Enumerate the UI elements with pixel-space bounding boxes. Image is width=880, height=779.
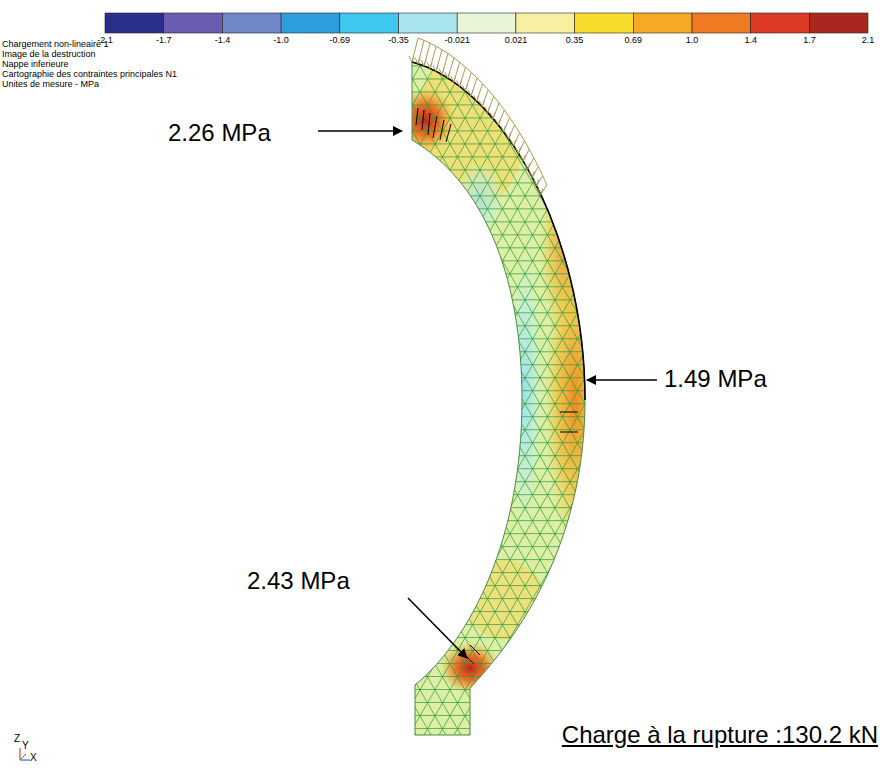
scale-value: -0.021 bbox=[444, 36, 470, 46]
callout-value: 1.49 MPa bbox=[664, 366, 767, 392]
scale-value: 0.35 bbox=[566, 36, 584, 46]
scale-value: 0.69 bbox=[625, 36, 643, 46]
axis-letter: Z bbox=[14, 733, 20, 744]
arch-outline bbox=[412, 62, 585, 735]
scale-value: 0.021 bbox=[505, 36, 528, 46]
load-arrows bbox=[409, 38, 547, 195]
header-note: Chargement non-lineaire 1 bbox=[2, 40, 109, 50]
header-note: Nappe inferieure bbox=[2, 60, 69, 70]
scale-value: 1.0 bbox=[686, 36, 699, 46]
axis-letter: X bbox=[30, 752, 37, 763]
header-note: Cartographie des contraintes principales… bbox=[2, 70, 177, 80]
callout-value: 2.26 MPa bbox=[168, 120, 271, 146]
scale-value: -0.69 bbox=[330, 36, 351, 46]
failure-load-caption: Charge à la rupture :130.2 kN bbox=[562, 722, 878, 748]
callout-arrows bbox=[318, 131, 657, 658]
scale-value: -1.4 bbox=[215, 36, 231, 46]
scale-value: -1.0 bbox=[273, 36, 289, 46]
scale-value: 2.1 bbox=[862, 36, 875, 46]
color-bar bbox=[105, 13, 868, 33]
scale-value: -1.7 bbox=[156, 36, 172, 46]
header-note: Unites de mesure - MPa bbox=[2, 80, 99, 90]
arch-edge bbox=[412, 62, 585, 400]
header-note: Image de la destruction bbox=[2, 50, 96, 60]
scale-value: 1.4 bbox=[744, 36, 757, 46]
scale-value: 1.7 bbox=[803, 36, 816, 46]
crack-marks bbox=[416, 108, 578, 664]
axis-letter: Y bbox=[22, 740, 29, 751]
callout-value: 2.43 MPa bbox=[247, 568, 350, 594]
scale-value: -0.35 bbox=[388, 36, 409, 46]
arch-mesh bbox=[0, 40, 880, 760]
